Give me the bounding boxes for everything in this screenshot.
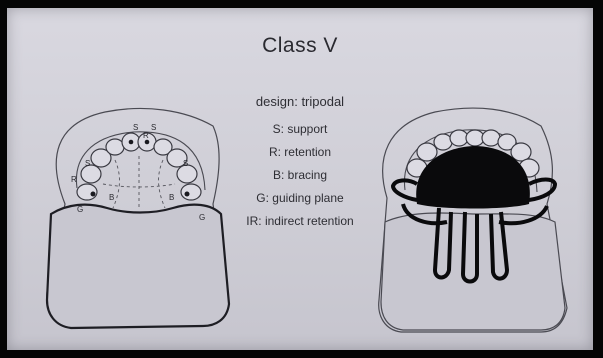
slide: Class V design: tripodal S: support R: r…	[7, 8, 593, 350]
right-arch-diagram	[7, 8, 593, 350]
right-denture-base	[381, 213, 565, 330]
